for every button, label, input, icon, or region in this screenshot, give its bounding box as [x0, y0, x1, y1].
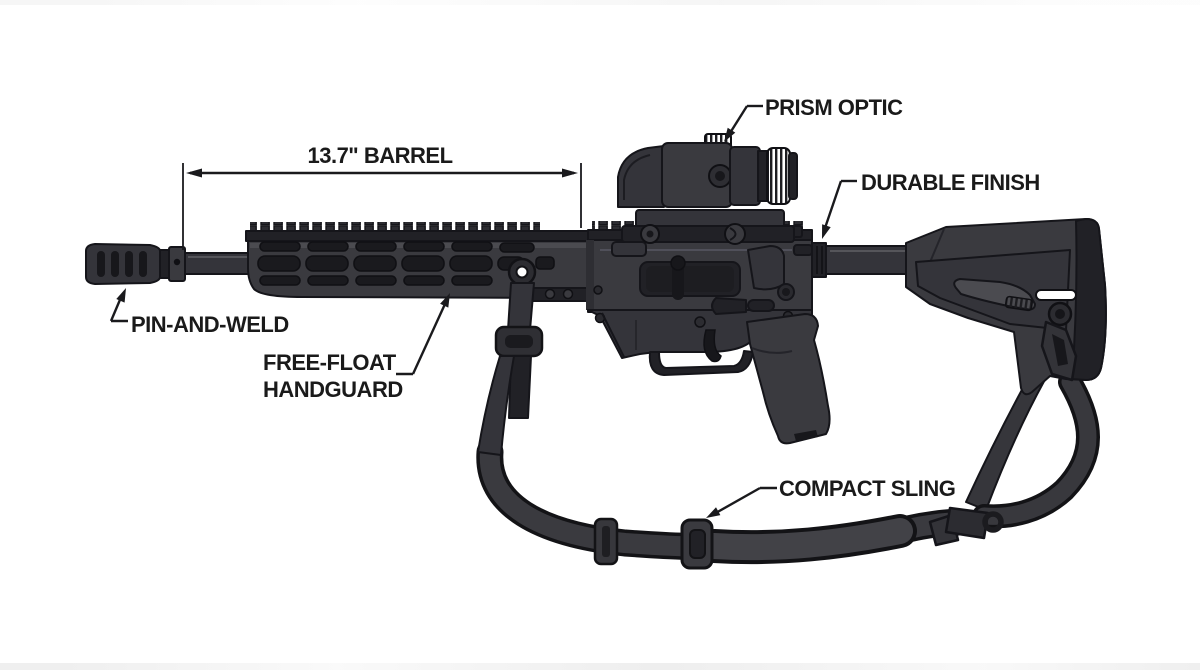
callout-prism-optic: PRISM OPTIC	[765, 95, 903, 120]
muzzle-device	[85, 243, 170, 285]
leader-compact-sling	[706, 486, 777, 518]
stock	[905, 218, 1107, 396]
sling-folded-tail	[508, 355, 532, 419]
barrel	[168, 246, 252, 282]
leader-pin-and-weld	[109, 288, 128, 323]
buffer-tube	[811, 242, 911, 278]
trigger-guard	[648, 350, 754, 376]
sling-front	[477, 257, 714, 570]
callout-free-float-handguard: FREE-FLOAT HANDGUARD	[263, 350, 403, 402]
leader-free-float-handguard	[396, 293, 450, 376]
pistol-grip	[746, 313, 831, 445]
eyepiece-ring	[766, 147, 791, 205]
trigger	[703, 329, 722, 363]
leader-prism-optic	[724, 104, 763, 142]
butt-pad	[1071, 218, 1107, 381]
butt-pad-slot	[1035, 289, 1077, 301]
prism-optic-scope	[617, 133, 798, 245]
callout-pin-and-weld: PIN-AND-WELD	[131, 312, 289, 337]
leader-durable-finish	[822, 179, 857, 239]
barrel-length-dimension-label: 13.7" BARREL	[307, 143, 453, 168]
callout-compact-sling: COMPACT SLING	[779, 476, 956, 501]
optic-front-prism	[617, 145, 665, 208]
free-float-handguard	[245, 222, 591, 302]
barrel-dimension-line	[182, 163, 582, 250]
callout-durable-finish: DURABLE FINISH	[861, 170, 1040, 195]
